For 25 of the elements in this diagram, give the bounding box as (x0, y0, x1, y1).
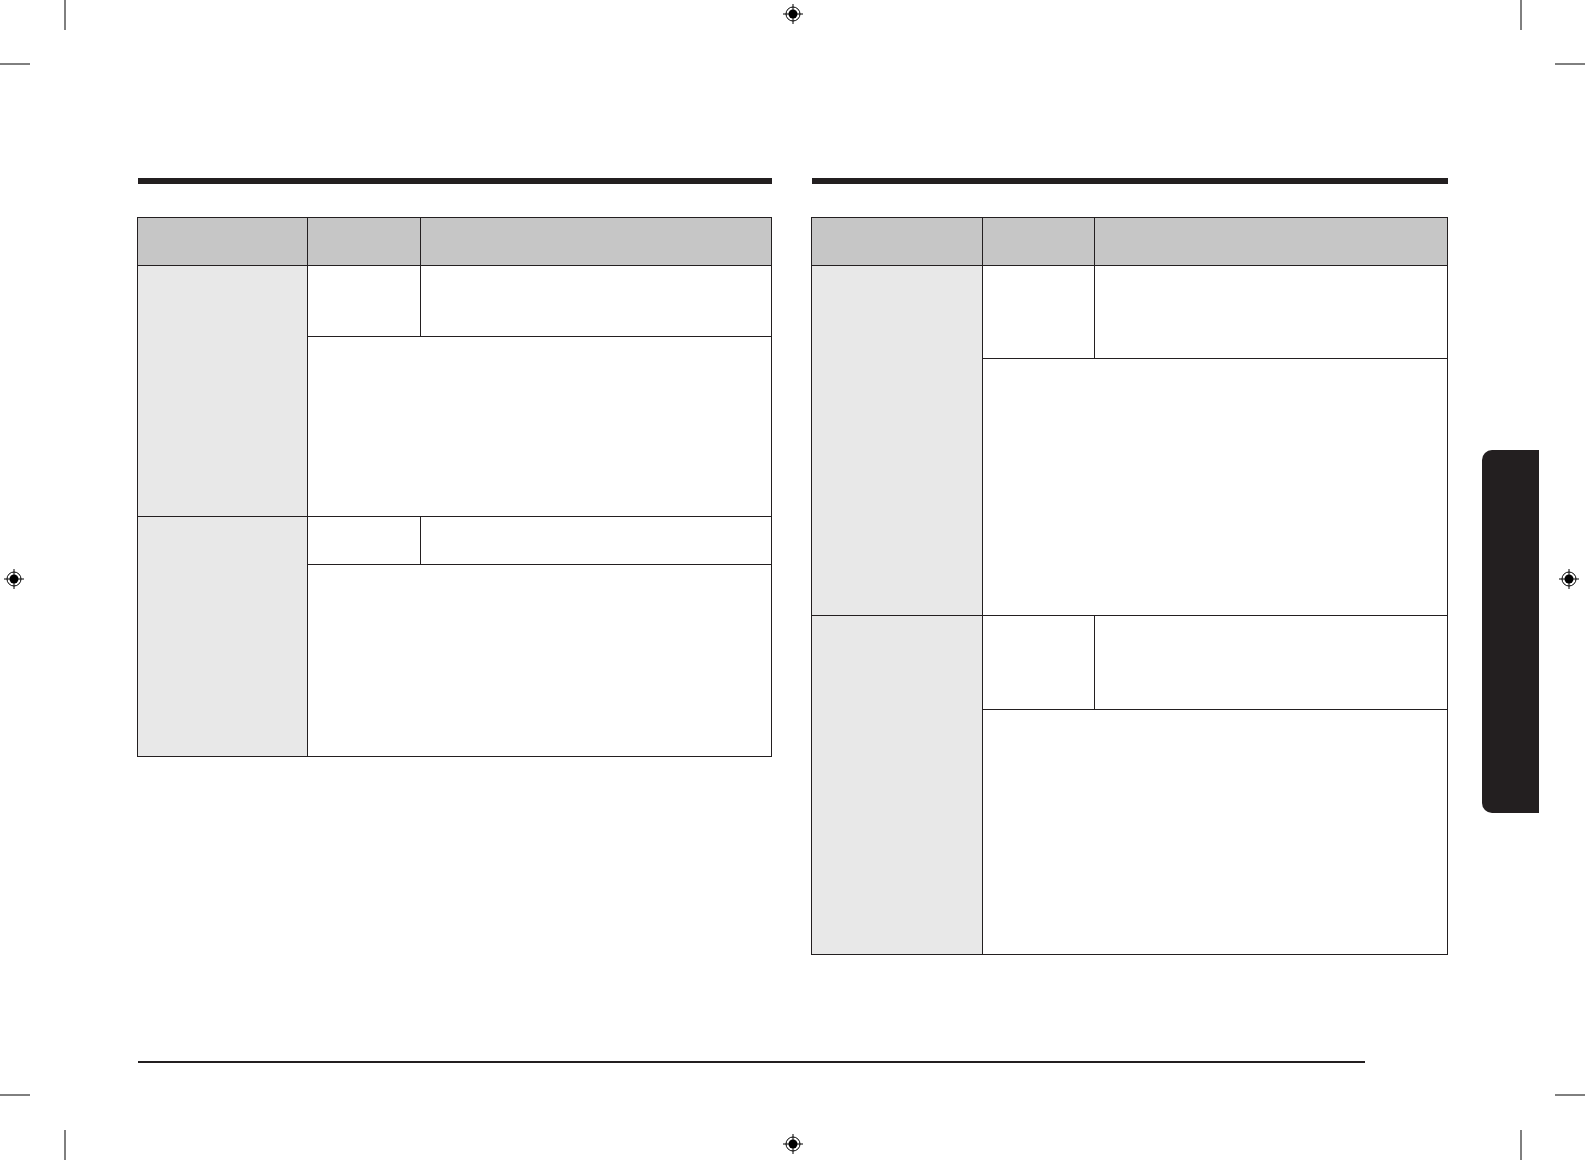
table-cell (138, 517, 308, 757)
table-cell (983, 359, 1448, 616)
table-cell (421, 266, 772, 337)
side-tab (1482, 450, 1539, 813)
table-cell (421, 218, 772, 266)
table (811, 217, 1448, 955)
table-cell (1095, 266, 1448, 359)
table (137, 217, 772, 757)
table-cell (308, 266, 421, 337)
table-cell (138, 266, 308, 517)
table-cell (421, 517, 772, 565)
table-cell (1095, 616, 1448, 710)
table-cell (983, 710, 1448, 955)
table-cell (812, 218, 983, 266)
table-cell (138, 218, 308, 266)
table-cell (1095, 218, 1448, 266)
table-cell (308, 565, 772, 757)
table-cell (983, 616, 1095, 710)
table-cell (308, 218, 421, 266)
table-cell (308, 517, 421, 565)
table-cell (983, 266, 1095, 359)
table-cell (812, 266, 983, 616)
table-cell (983, 218, 1095, 266)
table-cell (308, 337, 772, 517)
table-cell (812, 616, 983, 955)
